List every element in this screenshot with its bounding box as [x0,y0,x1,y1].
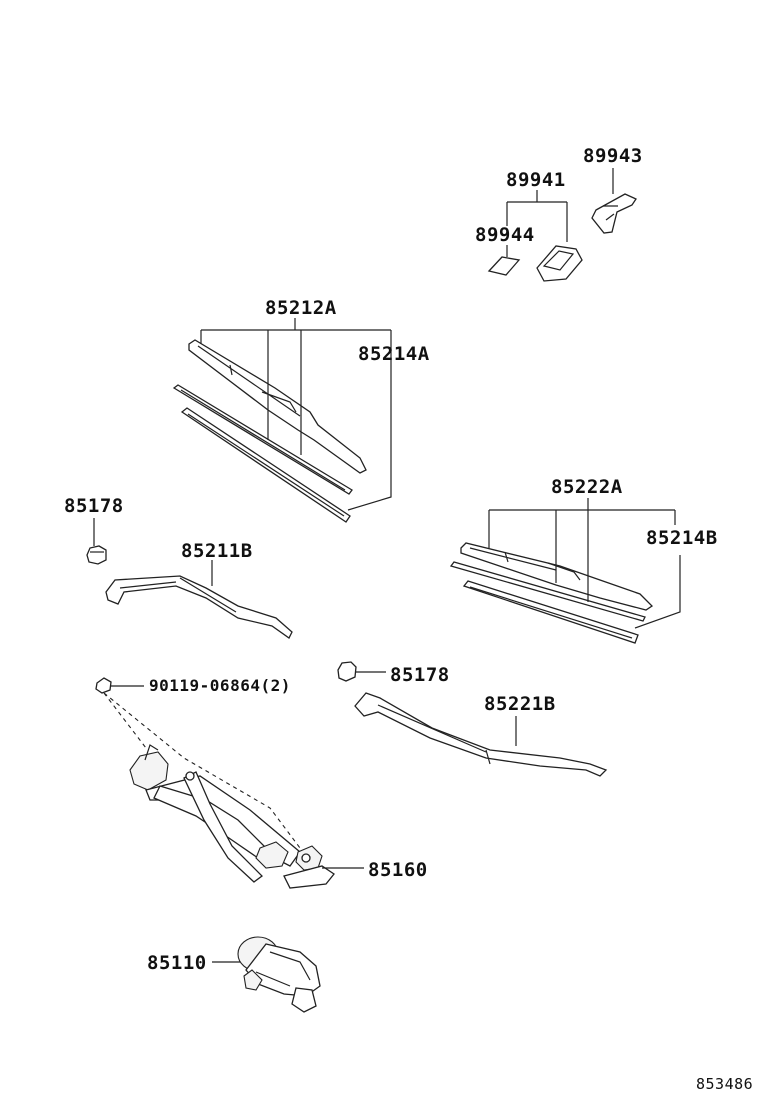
sheet-89944-illustration [487,256,521,276]
part-label-85178-right[interactable]: 85178 [390,664,450,686]
clip-89943-illustration [591,193,637,234]
nut-85178-right-illustration [337,661,357,682]
figure-reference-number: 853486 [696,1075,754,1093]
part-label-85214A[interactable]: 85214A [358,343,430,365]
nut-85178-left-illustration [86,545,107,565]
part-label-85211B[interactable]: 85211B [181,540,253,562]
part-label-85221B[interactable]: 85221B [484,693,556,715]
front-blade-illustration [172,339,367,523]
part-label-85212A[interactable]: 85212A [265,297,337,319]
part-label-89944[interactable]: 89944 [475,224,535,246]
arm-85221B-illustration [354,692,608,777]
part-label-85222A[interactable]: 85222A [551,476,623,498]
cap-89941-illustration [536,245,583,282]
part-label-85160[interactable]: 85160 [368,859,428,881]
part-label-89943[interactable]: 89943 [583,145,643,167]
motor-85110-illustration [237,936,321,1013]
part-label-89941[interactable]: 89941 [506,169,566,191]
arm-85211B-illustration [105,575,293,639]
link-85160-illustration [129,744,335,889]
bolt-90119-illustration [95,677,112,694]
part-label-90119-06864[interactable]: 90119-06864(2) [149,676,291,695]
part-label-85110[interactable]: 85110 [147,952,207,974]
rear-blade-illustration [449,542,654,644]
part-label-85214B[interactable]: 85214B [646,527,718,549]
part-label-85178-left[interactable]: 85178 [64,495,124,517]
